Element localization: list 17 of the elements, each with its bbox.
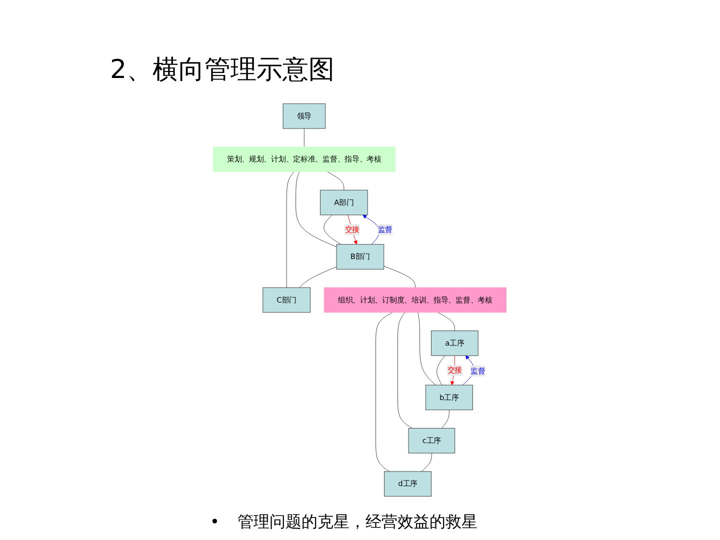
note-text: • xyxy=(210,512,220,531)
connector xyxy=(304,128,305,148)
connector xyxy=(384,266,416,288)
connector xyxy=(436,355,446,386)
connector xyxy=(418,312,436,386)
connector xyxy=(324,214,342,245)
connector xyxy=(327,172,344,190)
connector xyxy=(296,172,338,248)
title: 2、横向管理示意图 xyxy=(110,54,335,87)
note-text: 管理问题的克星，经营效益的救星 xyxy=(237,512,478,531)
connector xyxy=(286,172,295,288)
connector xyxy=(398,312,413,428)
connector xyxy=(442,410,450,428)
connector xyxy=(299,266,338,288)
connector xyxy=(438,312,456,332)
connector xyxy=(376,312,394,472)
connector xyxy=(422,452,432,472)
